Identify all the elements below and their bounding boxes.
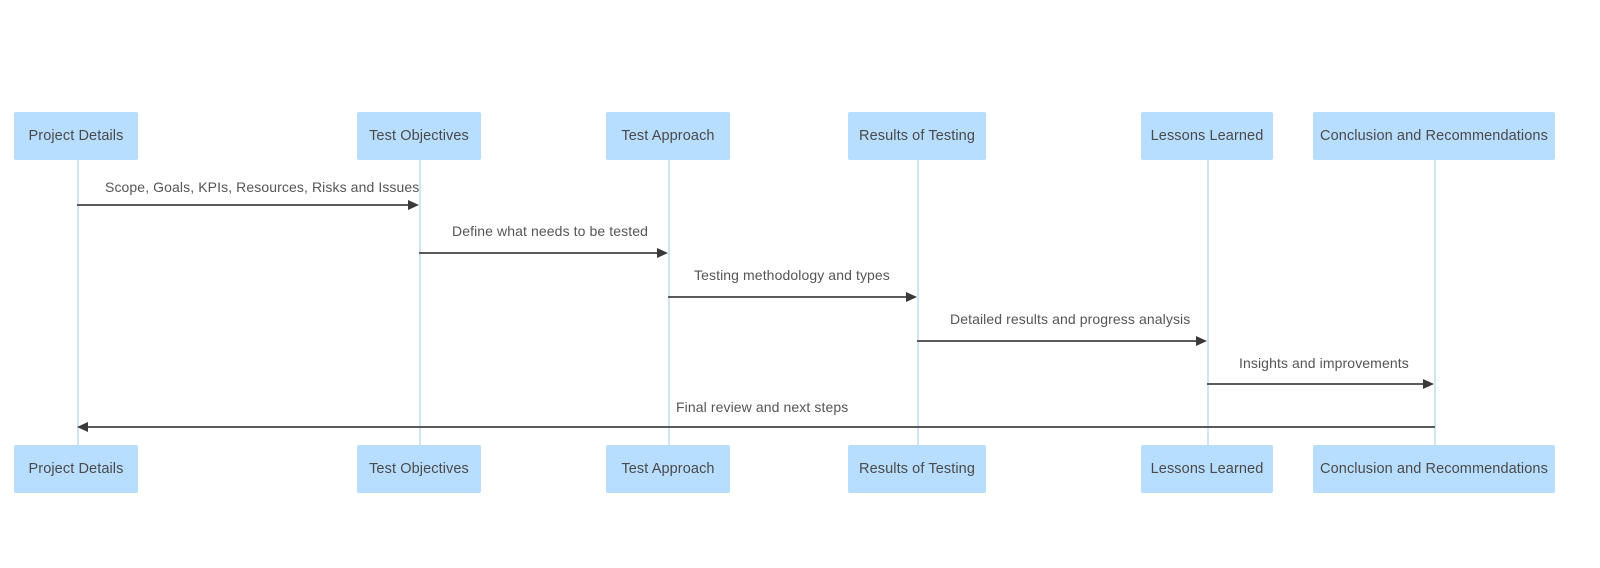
lifeline-test-objectives — [419, 160, 421, 445]
participant-box-top-test-objectives[interactable]: Test Objectives — [357, 112, 481, 160]
participant-box-bottom-project-details[interactable]: Project Details — [14, 445, 138, 493]
message-label-define-what-needs-to-be-tested: Define what needs to be tested — [452, 223, 649, 239]
lifeline-conclusion-and-recommendations — [1434, 160, 1436, 445]
participant-box-top-results-of-testing[interactable]: Results of Testing — [848, 112, 986, 160]
participant-box-bottom-test-approach[interactable]: Test Approach — [606, 445, 730, 493]
lifeline-test-approach — [668, 160, 670, 445]
message-line-insights-and-improvements — [1207, 383, 1423, 385]
participant-box-bottom-conclusion-and-recommendations[interactable]: Conclusion and Recommendations — [1313, 445, 1555, 493]
message-label-testing-methodology-and-types: Testing methodology and types — [694, 267, 890, 283]
participant-box-top-project-details[interactable]: Project Details — [14, 112, 138, 160]
lifeline-project-details — [77, 160, 79, 445]
message-line-final-review-and-next-steps — [88, 426, 1435, 428]
participant-box-top-lessons-learned[interactable]: Lessons Learned — [1141, 112, 1273, 160]
participant-box-top-test-approach[interactable]: Test Approach — [606, 112, 730, 160]
arrowhead-detailed-results-and-progress-analysis — [1196, 336, 1207, 346]
message-line-scope-goals-kpis — [77, 204, 408, 206]
arrowhead-define-what-needs-to-be-tested — [657, 248, 668, 258]
participant-box-bottom-results-of-testing[interactable]: Results of Testing — [848, 445, 986, 493]
message-line-detailed-results-and-progress-analysis — [917, 340, 1196, 342]
participant-box-bottom-test-objectives[interactable]: Test Objectives — [357, 445, 481, 493]
arrowhead-insights-and-improvements — [1423, 379, 1434, 389]
message-line-define-what-needs-to-be-tested — [419, 252, 657, 254]
message-label-scope-goals-kpis: Scope, Goals, KPIs, Resources, Risks and… — [105, 179, 420, 195]
arrowhead-final-review-and-next-steps — [77, 422, 88, 432]
arrowhead-scope-goals-kpis — [408, 200, 419, 210]
lifeline-results-of-testing — [917, 160, 919, 445]
lifeline-lessons-learned — [1207, 160, 1209, 445]
message-label-detailed-results-and-progress-analysis: Detailed results and progress analysis — [950, 311, 1191, 327]
arrowhead-testing-methodology-and-types — [906, 292, 917, 302]
message-line-testing-methodology-and-types — [668, 296, 906, 298]
participant-box-top-conclusion-and-recommendations[interactable]: Conclusion and Recommendations — [1313, 112, 1555, 160]
participant-box-bottom-lessons-learned[interactable]: Lessons Learned — [1141, 445, 1273, 493]
message-label-final-review-and-next-steps: Final review and next steps — [676, 399, 849, 415]
message-label-insights-and-improvements: Insights and improvements — [1239, 355, 1409, 371]
